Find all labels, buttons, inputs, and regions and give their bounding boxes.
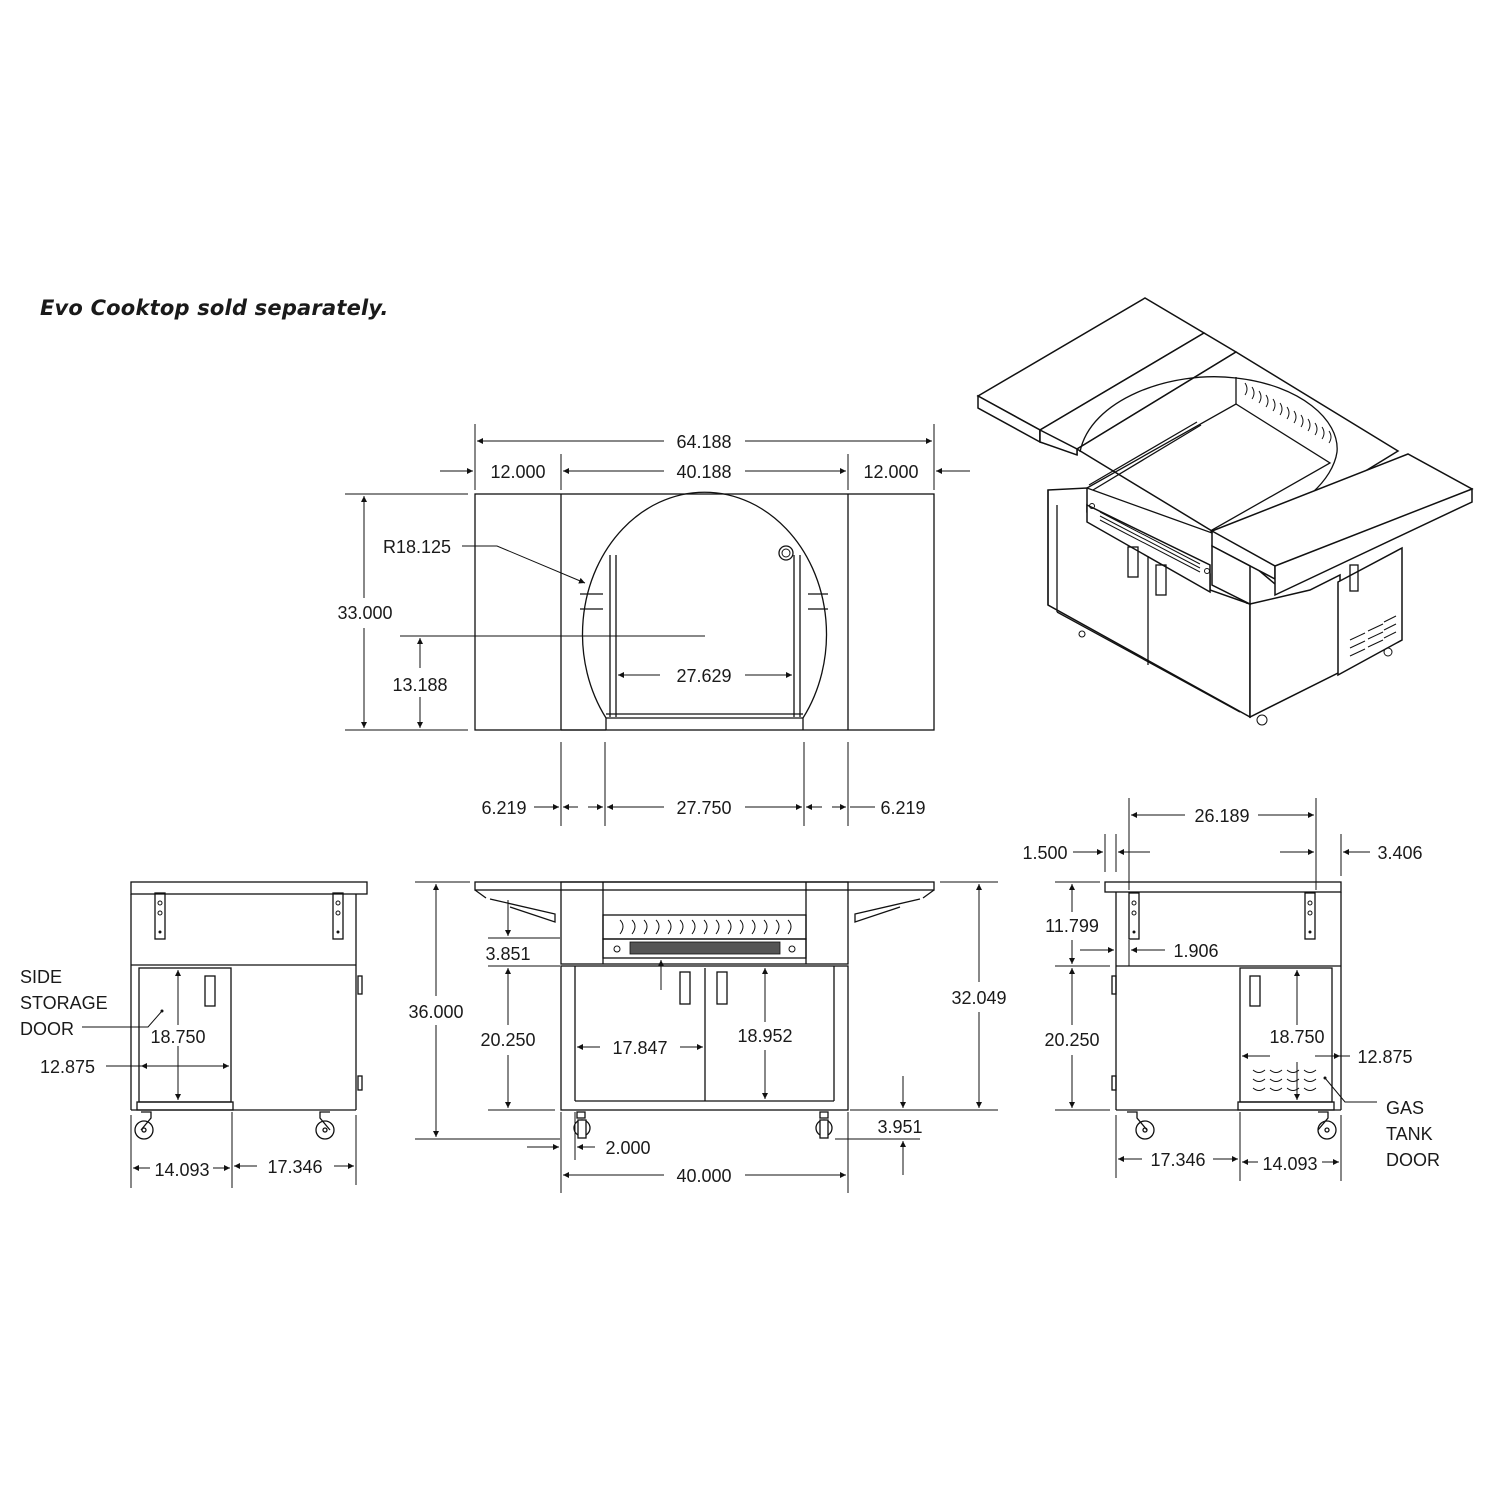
front-view: 36.000 3.851 20.250 17.847 18.952 32.049… (408, 881, 1007, 1193)
dim-front-overall-width: 40.000 (676, 1166, 731, 1186)
dim-left-shelf: 12.000 (490, 462, 545, 482)
side-storage-door-label-2: STORAGE (20, 993, 108, 1013)
dim-right-overhang: 3.406 (1377, 843, 1422, 863)
dim-counter-height: 32.049 (951, 988, 1006, 1008)
dim-bottom-center: 27.750 (676, 798, 731, 818)
cooktop-note: Evo Cooktop sold separately. (40, 296, 389, 320)
dim-depth: 33.000 (337, 603, 392, 623)
gas-tank-door-label-1: GAS (1386, 1098, 1424, 1118)
dim-upper-height: 11.799 (1045, 916, 1099, 936)
gas-tank-door-label-3: DOOR (1386, 1150, 1440, 1170)
dim-gas-door-width: 12.875 (1357, 1047, 1412, 1067)
dim-inner-width: 27.629 (676, 666, 731, 686)
gas-tank-door-label-2: TANK (1386, 1124, 1433, 1144)
dim-right-bottom-right: 14.093 (1262, 1154, 1317, 1174)
dim-side-door-height: 18.750 (150, 1027, 205, 1047)
dim-right-shelf: 12.000 (863, 462, 918, 482)
dim-front-door-height: 18.952 (737, 1026, 792, 1046)
dim-radius: R18.125 (383, 537, 451, 557)
dim-right-top-width: 26.189 (1194, 806, 1249, 826)
dim-side-bottom-right: 17.346 (267, 1157, 322, 1177)
dim-overall-height: 36.000 (408, 1002, 463, 1022)
left-side-view: SIDE STORAGE DOOR 18.750 12.875 14.093 1… (20, 881, 368, 1188)
dim-caster-height: 3.951 (877, 1117, 922, 1137)
side-storage-door-label-3: DOOR (20, 1019, 74, 1039)
top-view: 64.188 12.000 40.188 12.000 33.000 13.18… (337, 424, 970, 826)
dim-right-bottom-left: 17.346 (1150, 1150, 1205, 1170)
dim-bottom-right: 6.219 (880, 798, 925, 818)
dim-side-door-width: 12.875 (40, 1057, 95, 1077)
dim-center-width: 40.188 (676, 462, 731, 482)
side-storage-door-label-1: SIDE (20, 967, 62, 987)
dim-overall-width: 64.188 (676, 432, 731, 452)
dim-inset: 1.906 (1173, 941, 1218, 961)
dim-caster-offset: 2.000 (605, 1138, 650, 1158)
dim-top-gap: 3.851 (485, 944, 530, 964)
right-side-view: 26.189 1.500 3.406 11.799 1.906 20.250 1… (1022, 798, 1440, 1181)
dim-right-cabinet-height: 20.250 (1044, 1030, 1099, 1050)
dim-side-bottom-left: 14.093 (154, 1160, 209, 1180)
dim-left-overhang: 1.500 (1022, 843, 1067, 863)
dim-cabinet-height: 20.250 (480, 1030, 535, 1050)
dim-bottom-left: 6.219 (481, 798, 526, 818)
isometric-view (976, 297, 1474, 726)
dim-center-offset: 13.188 (392, 675, 447, 695)
dim-front-door-width: 17.847 (612, 1038, 667, 1058)
dim-gas-door-height: 18.750 (1269, 1027, 1324, 1047)
